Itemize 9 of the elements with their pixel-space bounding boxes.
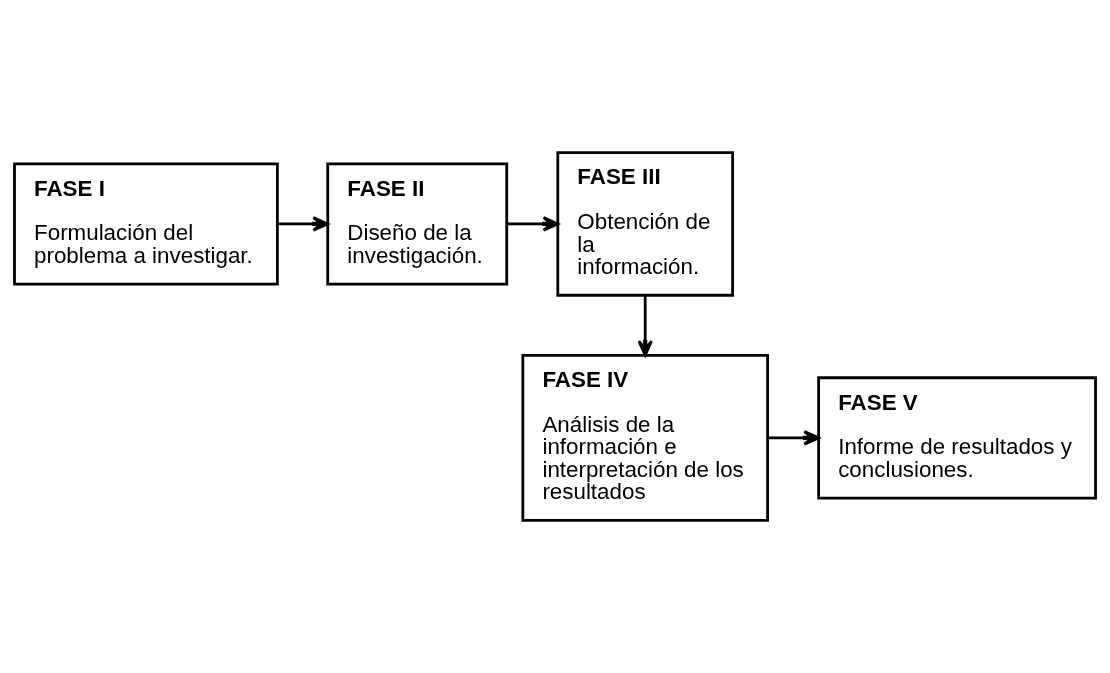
node-box: FASE V Informe de resultados y conclusiones. — [817, 376, 1097, 500]
node-box: FASE III Obtención de la información. — [556, 151, 734, 297]
arrow — [507, 216, 560, 232]
arrow — [768, 430, 820, 446]
node-box: FASE IV Análisis de la información e interpretación de los resultados — [521, 354, 769, 522]
node-box: FASE II Diseño de la investigación. — [326, 162, 509, 286]
node-box: FASE I Formulación del problema a investigar. — [13, 162, 279, 286]
arrow — [637, 295, 653, 357]
arrow — [277, 216, 329, 232]
